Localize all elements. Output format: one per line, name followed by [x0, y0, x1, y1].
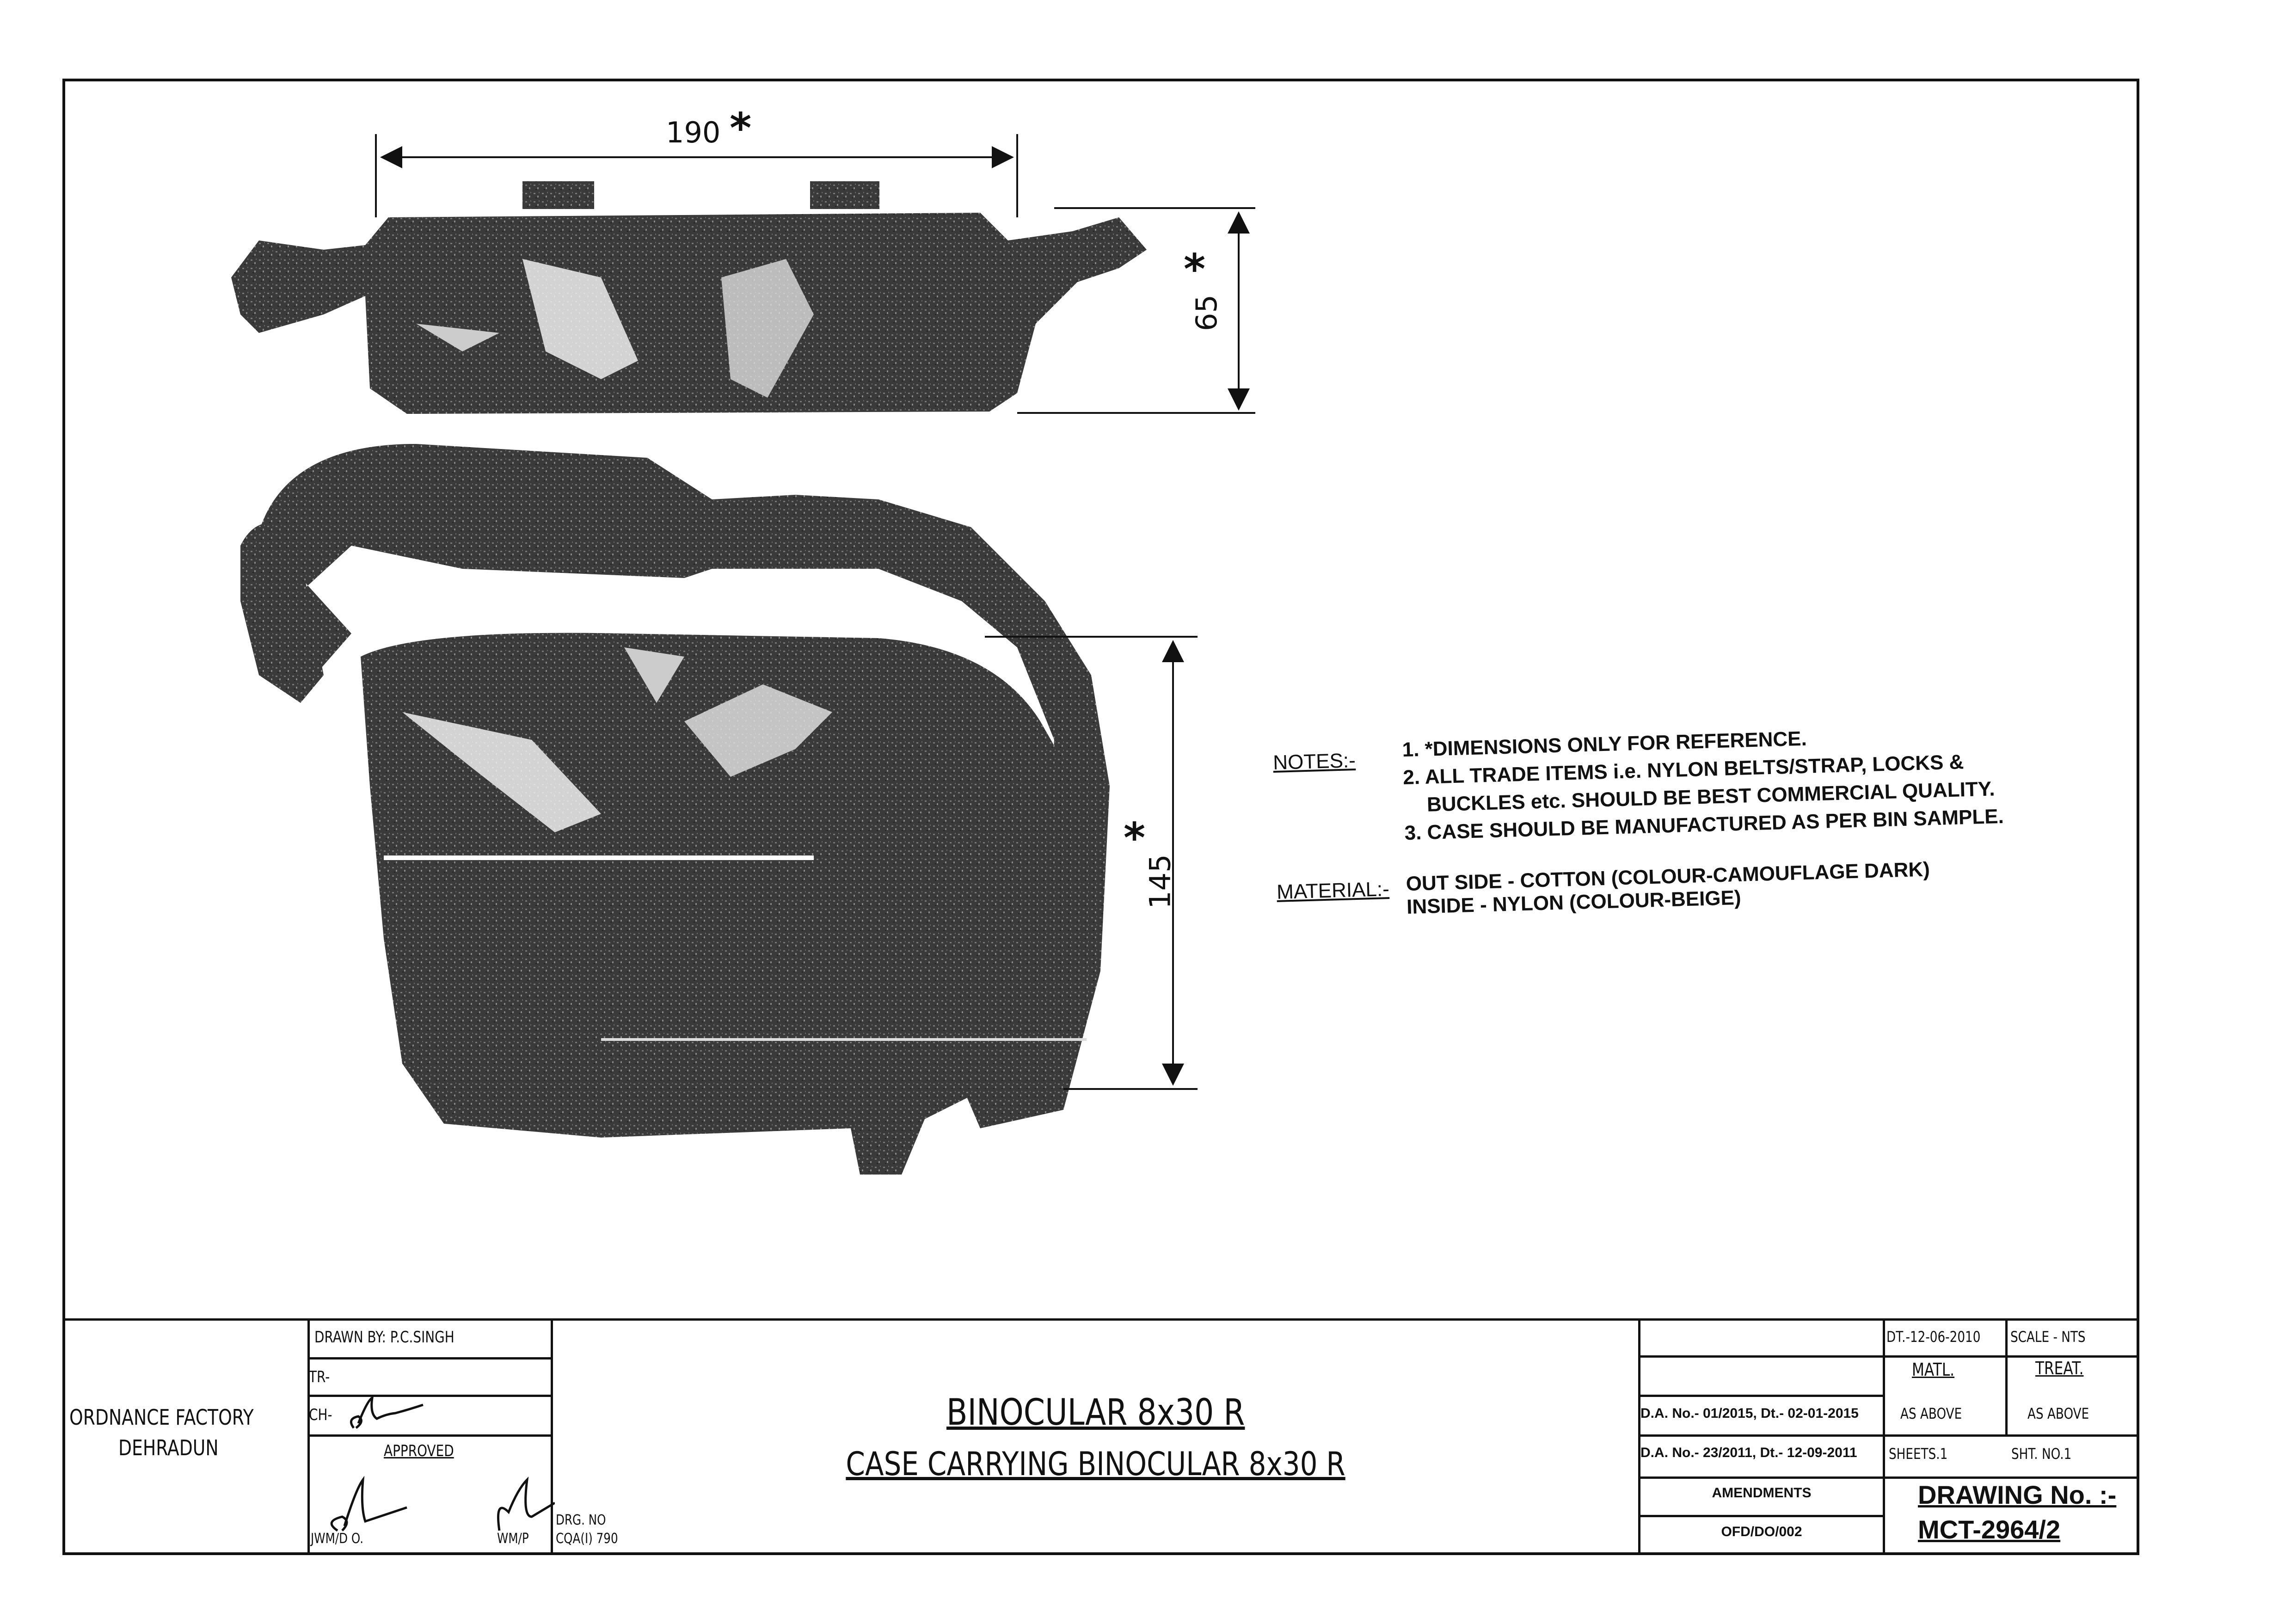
organization-city: DEHRADUN: [118, 1435, 219, 1460]
approved-label: APPROVED: [384, 1442, 454, 1460]
width-value: 190: [666, 116, 721, 149]
drawing-subtitle: CASE CARRYING BINOCULAR 8x30 R: [846, 1445, 1346, 1483]
front-view-case: [240, 444, 1110, 1175]
reference-asterisk: *: [730, 104, 752, 153]
notes-label: NOTES:-: [1272, 749, 1356, 774]
drg-no-value: CQA(I) 790: [556, 1531, 618, 1547]
scale-field: SCALE - NTS: [2010, 1328, 2086, 1346]
treat-value: AS ABOVE: [2027, 1405, 2089, 1422]
drg-no-label: DRG. NO: [556, 1512, 606, 1528]
organization-name: ORDNANCE FACTORY: [69, 1405, 254, 1430]
matl-label: MATL.: [1912, 1359, 1955, 1380]
tr-field: TR-: [309, 1368, 330, 1386]
ch-field: CH-: [309, 1406, 332, 1424]
material-label: MATERIAL:-: [1276, 878, 1390, 904]
sheet-number-field: SHT. NO.1: [2011, 1445, 2072, 1463]
checker-signature: [350, 1396, 424, 1429]
drawing-number-label: DRAWING No. :-: [1918, 1480, 2117, 1509]
top-view-case: [231, 181, 1147, 414]
amendments-ref: OFD/DO/002: [1721, 1524, 1802, 1539]
sheets-field: SHEETS.1: [1889, 1445, 1948, 1463]
drawn-by: DRAWN BY: P.C.SINGH: [314, 1328, 455, 1347]
reference-asterisk: *: [1124, 814, 1146, 862]
drawing-views: [231, 134, 1255, 1175]
dimension-width: [375, 134, 1018, 217]
drawing-title: BINOCULAR 8x30 R: [946, 1392, 1245, 1433]
drawing-border: [62, 79, 2139, 1555]
date-field: DT.-12-06-2010: [1886, 1328, 1981, 1346]
amendment-da-1: D.A. No.- 01/2015, Dt.- 02-01-2015: [1640, 1406, 1859, 1421]
dimension-height-top-label: 65: [1189, 295, 1223, 331]
dimension-height-top: [1017, 207, 1255, 414]
drawing-number: MCT-2964/2: [1918, 1515, 2061, 1544]
jwm-label: JWM/D O.: [311, 1531, 364, 1547]
treat-label: TREAT.: [2035, 1358, 2084, 1378]
reference-asterisk: *: [1184, 245, 1206, 294]
dimension-height-front-label: 145: [1143, 854, 1177, 909]
amendment-da-2: D.A. No.- 23/2011, Dt.- 12-09-2011: [1640, 1445, 1857, 1460]
approver-signatures: [330, 1476, 555, 1532]
matl-value: AS ABOVE: [1900, 1405, 1962, 1422]
wmp-label: WM/P: [497, 1531, 529, 1547]
dimension-width-label: 190 *: [666, 104, 751, 153]
dimension-height-front: [985, 636, 1198, 1090]
amendments-label: AMENDMENTS: [1712, 1485, 1812, 1501]
